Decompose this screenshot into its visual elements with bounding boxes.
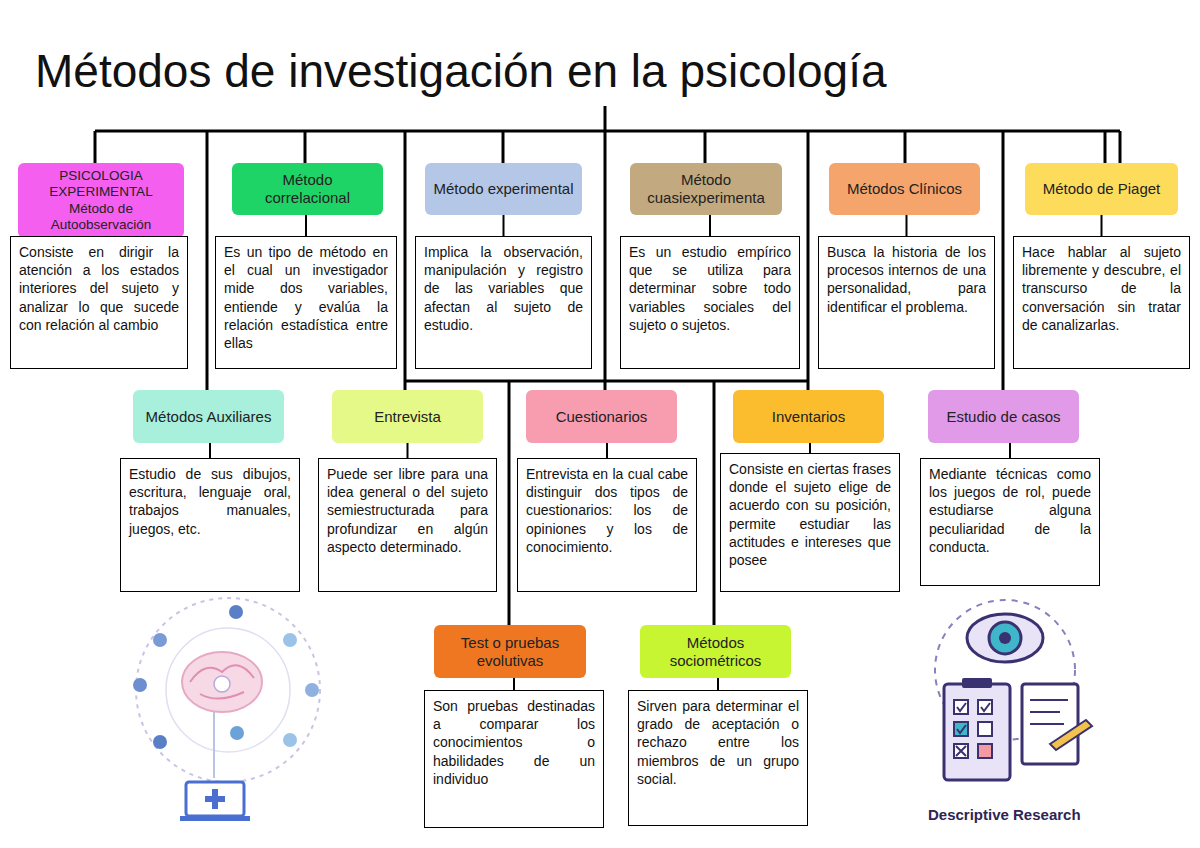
method-name: Método de Piaget bbox=[1043, 180, 1161, 198]
method-name: Cuestionarios bbox=[556, 408, 648, 426]
description-box: Mediante técnicas como los juegos de rol… bbox=[920, 458, 1100, 586]
trunk-line bbox=[604, 106, 607, 131]
method-description: Son pruebas destinadas a comparar los co… bbox=[433, 697, 595, 788]
method-box: Métodos Clínicos bbox=[829, 163, 980, 215]
drop-line bbox=[604, 131, 607, 391]
description-box: Sirven para determinar el grado de acept… bbox=[628, 690, 808, 826]
drop-line bbox=[1119, 131, 1122, 164]
connector-line bbox=[717, 678, 719, 690]
mid-bar bbox=[405, 380, 808, 383]
method-description: Consiste en dirigir la atención a los es… bbox=[19, 243, 179, 334]
method-box: Método de Piaget bbox=[1025, 163, 1178, 215]
description-box: Entrevista en la cual cabe distinguir do… bbox=[517, 458, 697, 592]
method-name: Método cuasiexperimenta bbox=[638, 171, 774, 207]
method-box: Test o pruebas evolutivas bbox=[434, 625, 586, 678]
drop-line bbox=[502, 131, 505, 164]
method-description: Mediante técnicas como los juegos de rol… bbox=[929, 465, 1091, 556]
drop-line bbox=[904, 131, 907, 164]
description-box: Consiste en dirigir la atención a los es… bbox=[10, 236, 188, 369]
method-name: Inventarios bbox=[772, 408, 845, 426]
connector-line bbox=[606, 443, 608, 458]
method-box: Entrevista bbox=[332, 390, 483, 443]
description-box: Estudio de sus dibujos, escritura, lengu… bbox=[120, 458, 300, 592]
description-box: Es un estudio empírico que se utiliza pa… bbox=[620, 236, 800, 369]
description-box: Consiste en ciertas frases donde el suje… bbox=[720, 453, 900, 592]
method-name: Entrevista bbox=[374, 408, 441, 426]
drop-line bbox=[807, 131, 810, 391]
method-box: PSICOLOGIA EXPERIMENTALMétodo de Autoobs… bbox=[18, 163, 184, 238]
method-description: Es un estudio empírico que se utiliza pa… bbox=[629, 243, 791, 334]
drop-line bbox=[1002, 131, 1005, 391]
drop-line bbox=[94, 131, 97, 164]
method-description: Hace hablar al sujeto libremente y descu… bbox=[1022, 243, 1181, 334]
method-description: Es un tipo de método en el cual un inves… bbox=[224, 243, 388, 352]
description-box: Es un tipo de método en el cual un inves… bbox=[215, 236, 397, 369]
method-description: Consiste en ciertas frases donde el suje… bbox=[729, 460, 891, 569]
connector-line bbox=[1101, 215, 1103, 236]
method-box: Métodos Auxiliares bbox=[133, 390, 284, 443]
drop-line bbox=[704, 131, 707, 164]
connector-line bbox=[305, 215, 307, 236]
method-name: Método de Autoobservación bbox=[26, 201, 176, 233]
description-box: Puede ser libre para una idea general o … bbox=[318, 458, 497, 592]
connector-line bbox=[809, 443, 811, 453]
method-description: Sirven para determinar el grado de acept… bbox=[637, 697, 799, 788]
method-name: Test o pruebas evolutivas bbox=[442, 634, 578, 670]
method-box: Inventarios bbox=[733, 390, 884, 443]
drop-line bbox=[508, 381, 511, 626]
diagram-title: Métodos de investigación en la psicologí… bbox=[35, 46, 887, 97]
description-box: Implica la observación, manipulación y r… bbox=[415, 236, 592, 369]
method-box: Método cuasiexperimenta bbox=[630, 163, 782, 215]
drop-line bbox=[404, 131, 407, 391]
drop-line bbox=[206, 131, 209, 391]
method-name: Métodos sociométricos bbox=[648, 634, 783, 670]
connector-line bbox=[1009, 443, 1011, 458]
connector-line bbox=[709, 215, 711, 236]
drop-line bbox=[713, 381, 716, 626]
description-box: Busca la historia de los procesos intern… bbox=[818, 236, 995, 369]
method-name: PSICOLOGIA EXPERIMENTAL bbox=[26, 168, 176, 200]
method-box: Estudio de casos bbox=[928, 390, 1079, 443]
method-description: Estudio de sus dibujos, escritura, lengu… bbox=[129, 465, 291, 538]
drop-line bbox=[304, 131, 307, 164]
connector-line bbox=[906, 215, 908, 236]
method-box: Métodos sociométricos bbox=[640, 625, 791, 678]
method-box: Método correlacional bbox=[232, 163, 383, 215]
brain-illustration bbox=[133, 598, 320, 821]
connector-line bbox=[209, 443, 211, 458]
method-description: Implica la observación, manipulación y r… bbox=[424, 243, 583, 334]
description-box: Hace hablar al sujeto libremente y descu… bbox=[1013, 236, 1190, 369]
method-description: Entrevista en la cual cabe distinguir do… bbox=[526, 465, 688, 556]
method-name: Método correlacional bbox=[240, 171, 375, 207]
method-name: Estudio de casos bbox=[946, 408, 1060, 426]
checklist-illustration bbox=[935, 600, 1092, 780]
connector-line bbox=[503, 215, 505, 236]
description-box: Son pruebas destinadas a comparar los co… bbox=[424, 690, 604, 828]
method-description: Busca la historia de los procesos intern… bbox=[827, 243, 986, 316]
method-name: Método experimental bbox=[433, 180, 573, 198]
drop-line bbox=[1104, 131, 1107, 164]
tree-wiring bbox=[95, 106, 1120, 626]
method-name: Métodos Auxiliares bbox=[146, 408, 272, 426]
method-box: Método experimental bbox=[425, 163, 582, 215]
top-bar bbox=[95, 130, 1120, 133]
method-name: Métodos Clínicos bbox=[847, 180, 962, 198]
connector-line bbox=[407, 443, 409, 458]
method-description: Puede ser libre para una idea general o … bbox=[327, 465, 488, 556]
caption-label: Descriptive Research bbox=[926, 806, 1083, 823]
connector-line bbox=[513, 678, 515, 690]
method-box: Cuestionarios bbox=[526, 390, 677, 443]
